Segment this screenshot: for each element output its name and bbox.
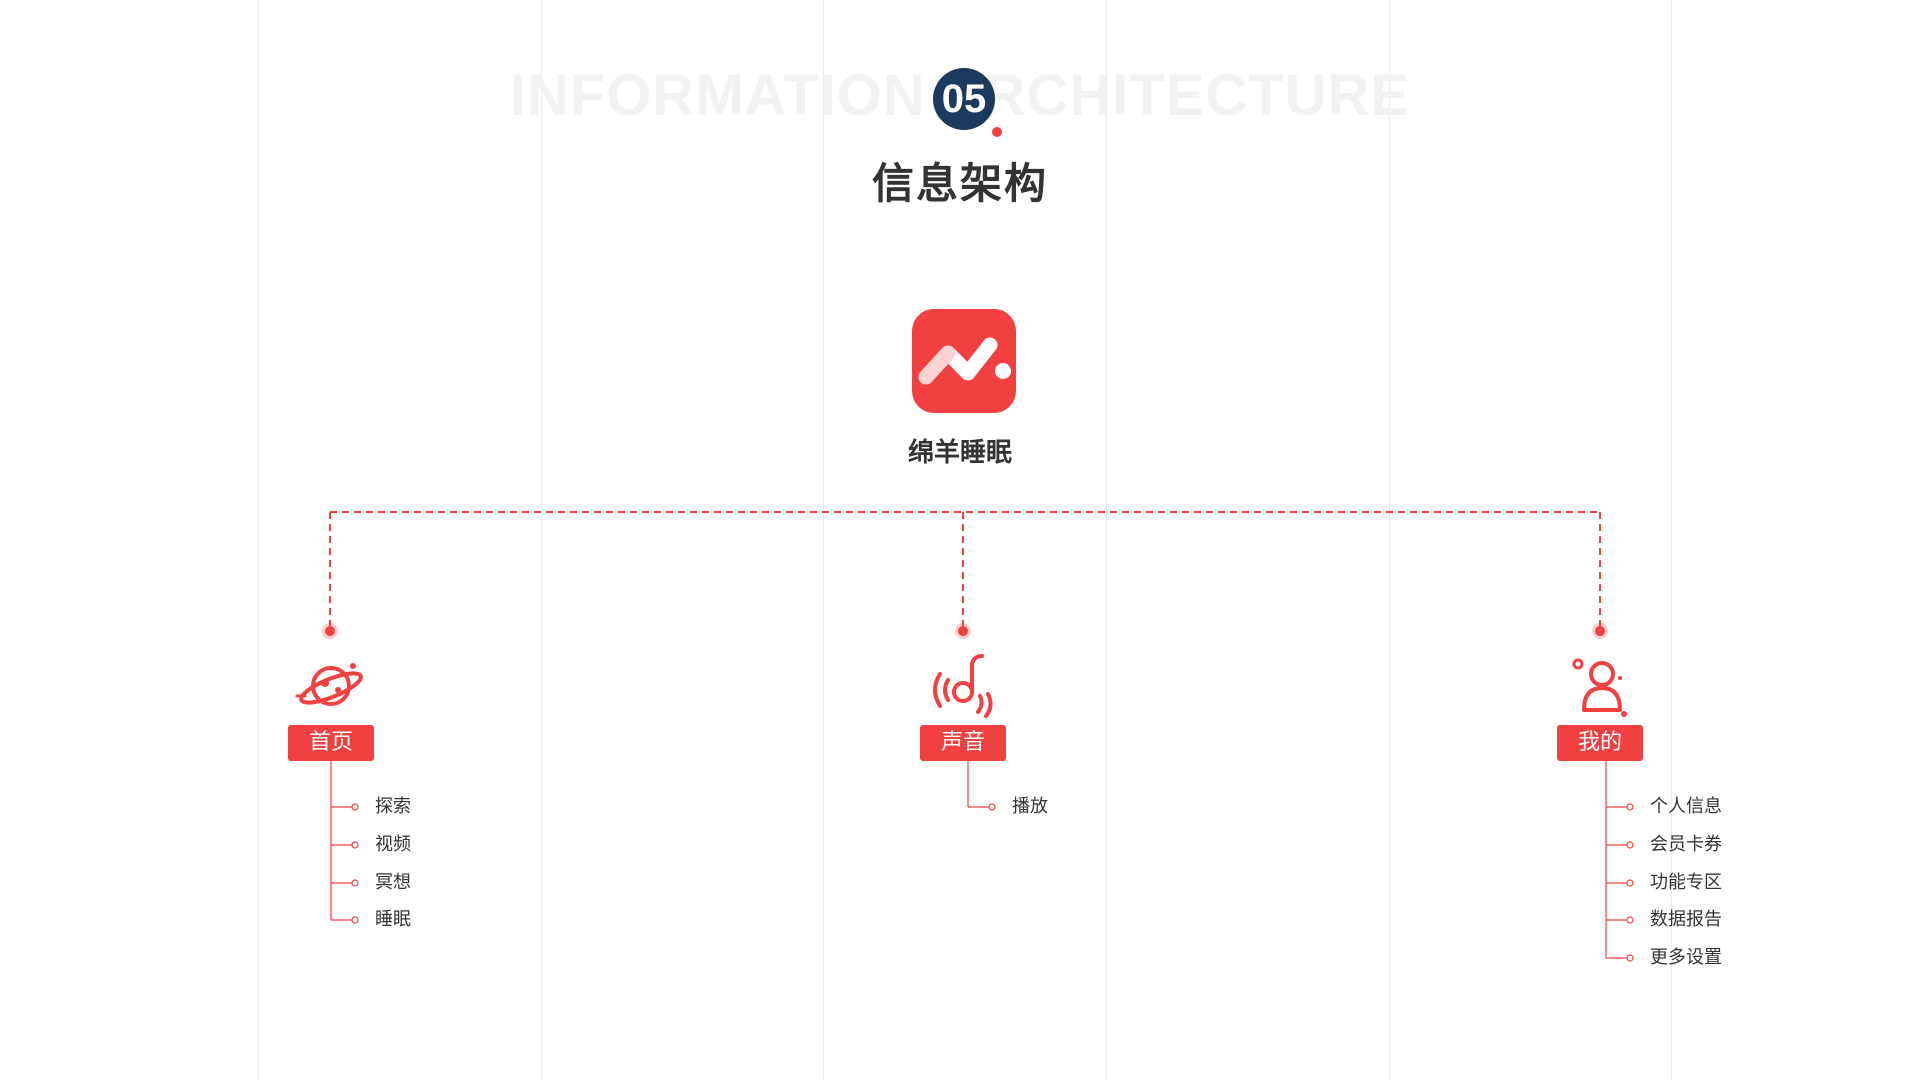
grid-line <box>823 0 824 1080</box>
music-note-icon <box>930 650 996 722</box>
list-item[interactable]: 数据报告 <box>1650 909 1722 930</box>
list-item[interactable]: 视频 <box>375 834 411 855</box>
user-icon <box>1568 652 1632 722</box>
category-label[interactable]: 我的 <box>1557 725 1643 761</box>
accent-dot <box>992 127 1002 137</box>
category-label[interactable]: 声音 <box>920 725 1006 761</box>
grid-line <box>258 0 259 1080</box>
list-item[interactable]: 功能专区 <box>1650 872 1722 893</box>
list-item[interactable]: 更多设置 <box>1650 947 1722 968</box>
list-item[interactable]: 个人信息 <box>1650 796 1722 817</box>
app-logo-icon <box>912 309 1016 413</box>
page-title: 信息架构 <box>871 159 1048 208</box>
list-item[interactable]: 冥想 <box>375 872 411 893</box>
list-item[interactable]: 睡眠 <box>375 909 411 930</box>
grid-line <box>1671 0 1672 1080</box>
list-item[interactable]: 会员卡券 <box>1650 834 1722 855</box>
planet-icon <box>295 656 367 720</box>
grid-line <box>541 0 542 1080</box>
list-item[interactable]: 探索 <box>375 796 411 817</box>
category-label[interactable]: 首页 <box>288 725 374 761</box>
grid-line <box>1106 0 1107 1080</box>
section-number: 05 <box>933 68 995 130</box>
grid-line <box>1389 0 1390 1080</box>
list-item[interactable]: 播放 <box>1012 796 1048 817</box>
app-name: 绵羊睡眠 <box>907 438 1012 468</box>
